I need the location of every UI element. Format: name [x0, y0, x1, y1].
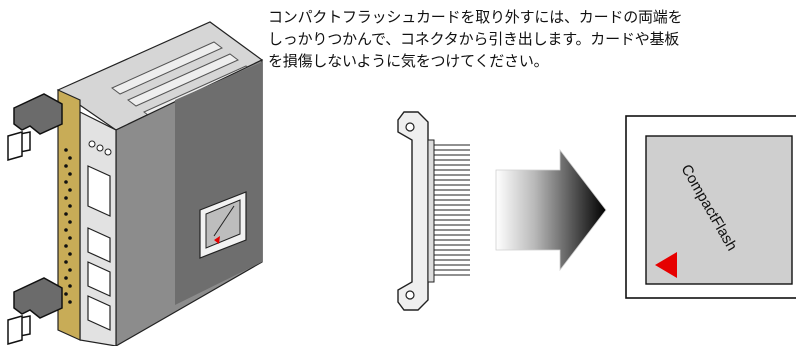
- module-vents: [64, 148, 72, 304]
- module-cf-slot: [199, 191, 247, 259]
- card-orientation-marker: [655, 252, 677, 278]
- instruction-line-1: コンパクトフラッシュカードを取り外すには、カードの両端を: [268, 8, 683, 26]
- module-illustration: [7, 21, 264, 346]
- instruction-line-3: を損傷しないように気をつけてください。: [268, 52, 549, 70]
- module-top-clip: [7, 93, 63, 161]
- module-front-panel: [57, 89, 81, 341]
- connector-pins: [434, 144, 470, 276]
- instruction-line-2: しっかりつかんで、コネクタから引き出します。カードや基板: [268, 30, 680, 48]
- connector-illustration: [397, 111, 470, 311]
- connector-hole-top: [405, 122, 415, 132]
- connector-base: [427, 139, 435, 283]
- module-side-shade: [175, 62, 262, 305]
- compactflash-card: CompactFlash: [625, 115, 796, 299]
- direction-arrow: [495, 148, 607, 272]
- module-ports: [87, 165, 111, 331]
- module-bottom-clip: [7, 277, 63, 345]
- module-leds: [88, 140, 112, 156]
- connector-hole-bottom: [405, 290, 415, 300]
- connector-body: [397, 111, 429, 311]
- instruction-text: コンパクトフラッシュカードを取り外すには、カードの両端を しっかりつかんで、コネ…: [268, 6, 794, 72]
